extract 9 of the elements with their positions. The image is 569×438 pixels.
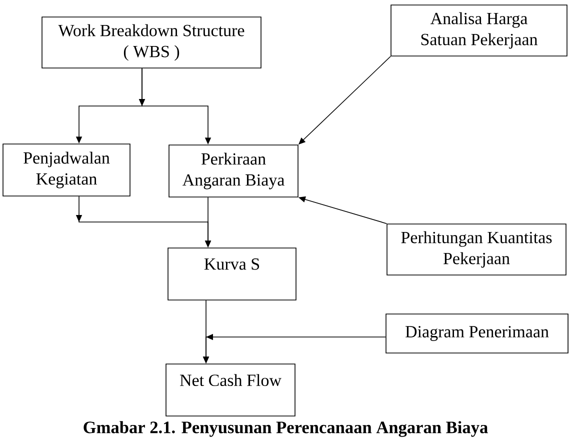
caption: Gmabar 2.1. Penyusunan Perencanaan Angaran Biaya xyxy=(84,421,488,437)
process-box: Work Breakdown Structure ( WBS ) xyxy=(42,16,262,68)
process-box: Penjadwalan Kegiatan xyxy=(2,144,130,196)
process-box: Net Cash Flow xyxy=(166,364,296,416)
process-box: Diagram Penerimaan xyxy=(386,314,568,354)
process-box: Kurva S xyxy=(168,248,296,300)
process-box: Perkiraan Angaran Biaya xyxy=(168,144,298,198)
process-box: Perhitungan Kuantitas Pekerjaan xyxy=(386,224,566,276)
process-box: Analisa Harga Satuan Pekerjaan xyxy=(390,4,568,56)
